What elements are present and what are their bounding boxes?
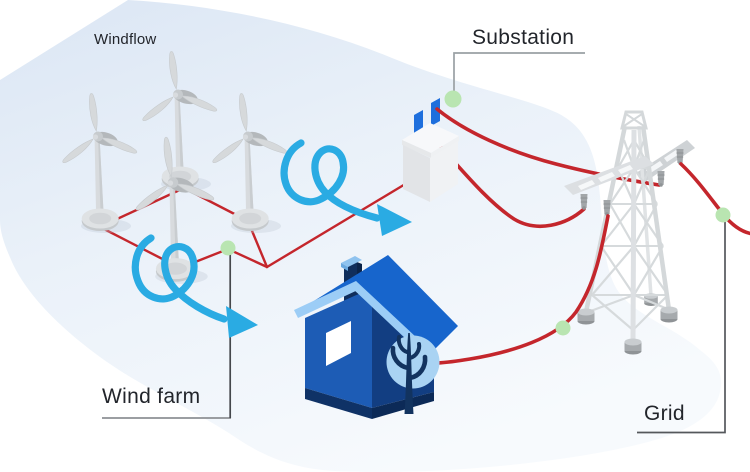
substation-label: Substation — [472, 26, 575, 49]
substation-fin — [431, 98, 440, 126]
tree-icon — [390, 333, 428, 414]
grid-label: Grid — [644, 402, 685, 425]
house-icon — [294, 255, 458, 419]
connection-node-icon — [715, 207, 731, 223]
windflow-label: Windflow — [94, 31, 157, 48]
connection-nodes — [220, 90, 731, 336]
connection-node-icon — [555, 320, 571, 336]
wire-tower-to-grid — [679, 162, 750, 236]
substation-icon — [402, 98, 459, 202]
flow-arrows — [131, 139, 412, 338]
wind-swirl-arrow-icon — [280, 139, 412, 236]
tree-circle — [386, 335, 440, 389]
grid-leader-line — [637, 222, 726, 434]
wind-farm-label: Wind farm — [102, 385, 201, 408]
house-window — [326, 321, 351, 366]
wire-substation-to-tower-lower — [439, 145, 586, 228]
wind-swirl-arrow-icon — [131, 234, 258, 338]
house-roof — [296, 255, 458, 354]
connection-node-icon — [444, 90, 462, 108]
wire-tower-to-house — [435, 214, 610, 365]
connection-node-icon — [220, 240, 236, 256]
substation-leader-line — [453, 52, 585, 91]
